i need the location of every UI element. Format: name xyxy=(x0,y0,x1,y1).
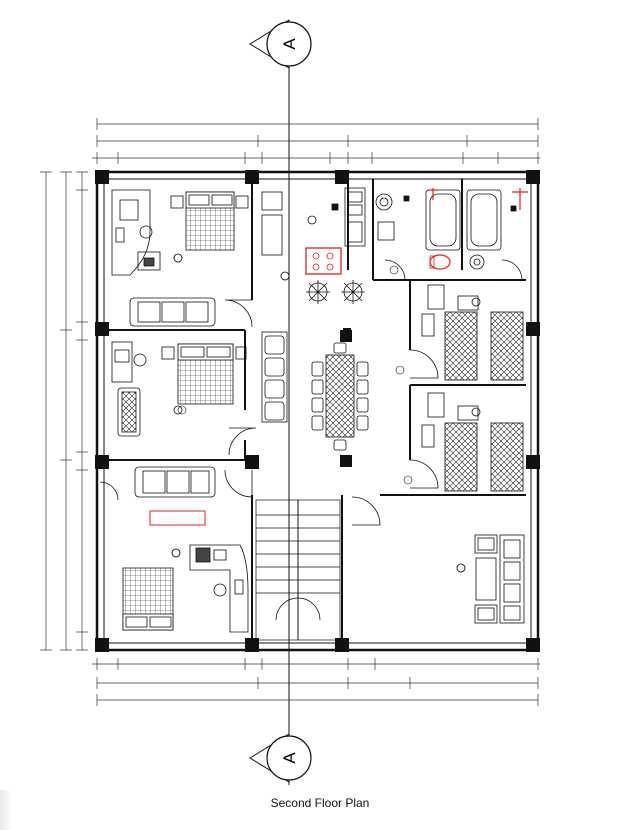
bathroom xyxy=(375,188,528,270)
twin-bedroom-upper xyxy=(421,284,524,381)
section-marker-bottom-label: A xyxy=(280,752,299,764)
potted-plants xyxy=(306,280,365,304)
wardrobes xyxy=(261,191,290,423)
dimension-lines-bottom xyxy=(92,658,540,706)
dimension-lines-top xyxy=(92,118,540,164)
stove xyxy=(305,247,342,275)
red-marker-rect xyxy=(149,510,206,526)
room-tags xyxy=(171,253,466,573)
staircase xyxy=(255,499,341,641)
drawing-caption: Second Floor Plan xyxy=(270,796,370,810)
section-marker-bottom: A xyxy=(249,733,312,783)
door-swings xyxy=(99,259,523,526)
section-marker-top: A xyxy=(249,19,312,69)
dimension-lines-left xyxy=(40,171,88,651)
bedroom-top-left xyxy=(111,189,249,327)
living-room xyxy=(456,534,525,624)
exterior-walls xyxy=(95,170,540,652)
edge-shadow xyxy=(0,790,12,830)
bedroom-bottom-left xyxy=(122,466,249,633)
kitchen xyxy=(305,187,366,275)
dining-table xyxy=(311,342,369,451)
toilet xyxy=(429,254,451,270)
twin-bedroom-lower xyxy=(421,392,524,492)
section-marker-top-label: A xyxy=(280,38,299,50)
pillar-marks xyxy=(343,328,351,464)
bedroom-middle-left xyxy=(111,341,247,437)
